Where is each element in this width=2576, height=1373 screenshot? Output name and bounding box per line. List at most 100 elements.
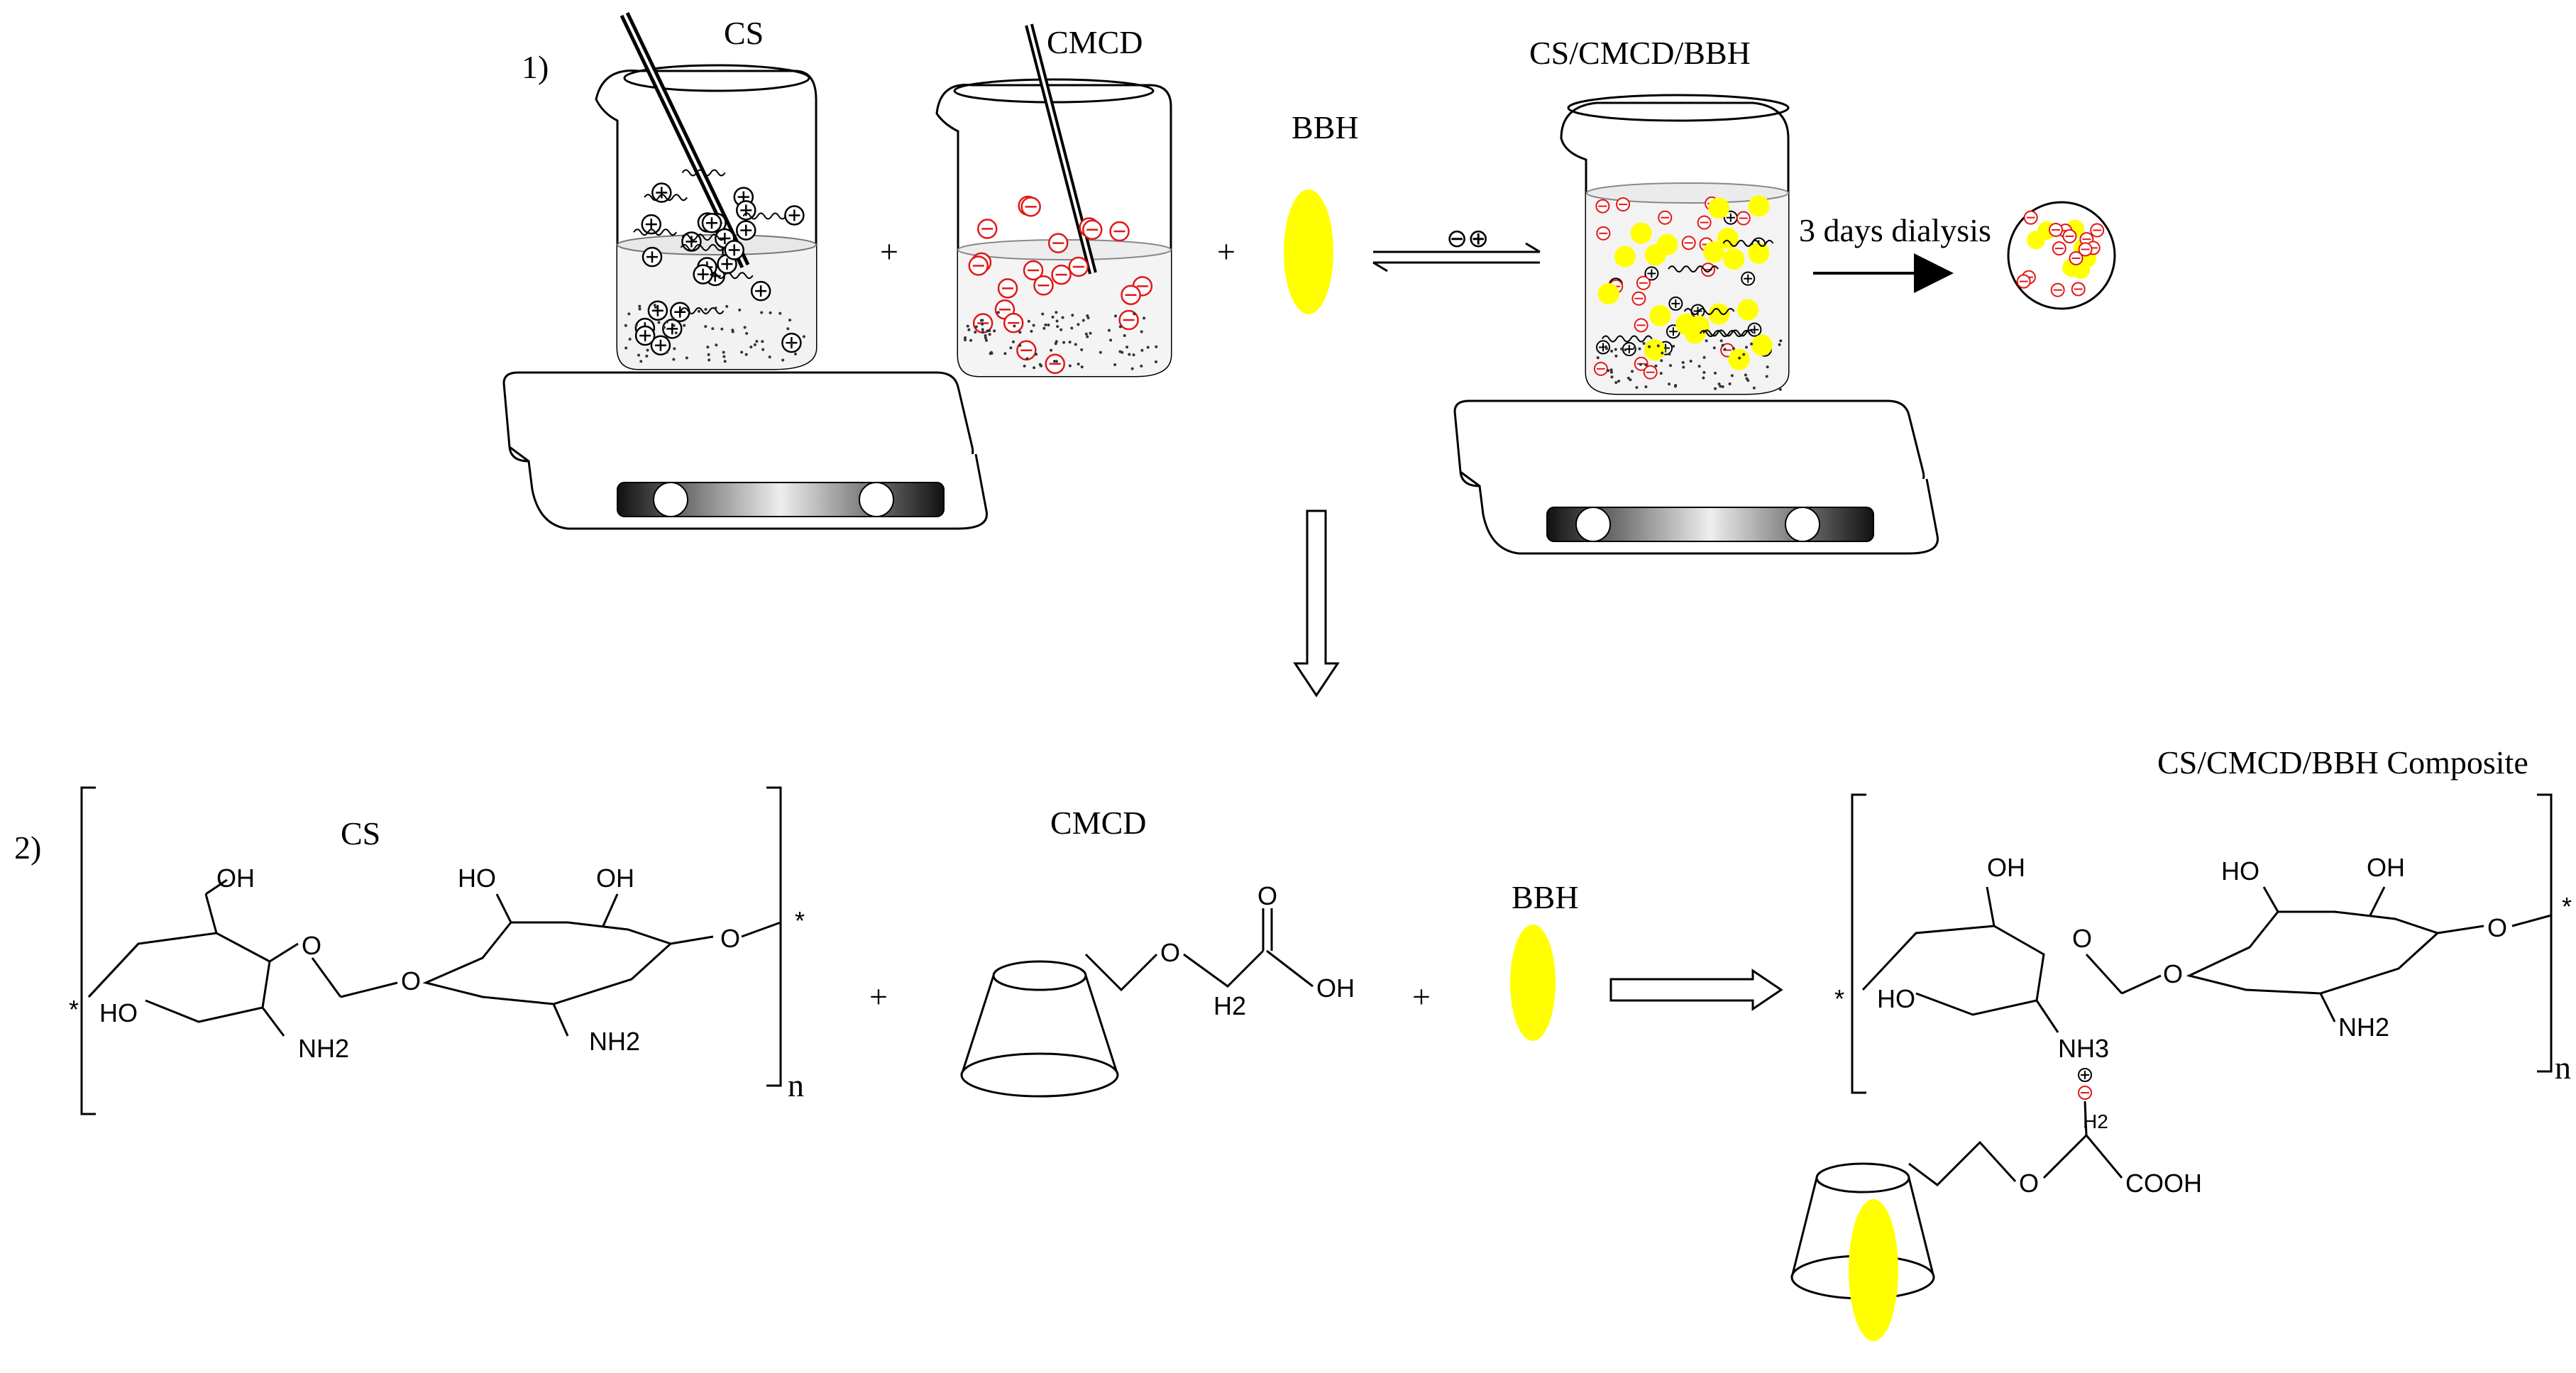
anion-icon (2071, 282, 2086, 297)
comp-ho-1: HO (1877, 984, 1915, 1013)
particle-dot (1610, 375, 1614, 379)
product-label: CS/CMCD/BBH (1529, 35, 1751, 71)
particle-dot (1086, 314, 1089, 318)
particle-dot (1125, 346, 1129, 349)
particle-dot (1089, 331, 1092, 335)
particle-dot (1128, 353, 1131, 356)
particle-dot (744, 353, 748, 356)
particle-dot (1661, 351, 1664, 355)
particle-dot (984, 334, 987, 338)
anion-icon (2052, 241, 2066, 256)
particle-dot (1737, 299, 1759, 321)
particle-dot (1061, 316, 1064, 319)
particle-dot (986, 329, 989, 333)
particle-dot (1140, 364, 1143, 368)
particle-dot (1732, 347, 1735, 351)
particle-dot (1778, 387, 1782, 391)
equilibrium-arrows: ⊖⊕ (1372, 224, 1541, 272)
particle-dot (1610, 349, 1614, 353)
particle-dot (662, 326, 666, 329)
particle-dot (988, 333, 991, 336)
anion-icon (1033, 275, 1054, 296)
particle-dot (1644, 244, 1666, 266)
particle-dot (1609, 368, 1613, 372)
particle-dot (1614, 348, 1617, 351)
particle-dot (1070, 326, 1074, 330)
particle-dot (1123, 333, 1126, 337)
anion-icon (2078, 242, 2093, 257)
particle-dot (1728, 382, 1732, 386)
anion-icon (1068, 256, 1089, 277)
particle-dot (1673, 385, 1677, 388)
cation-icon (642, 246, 663, 268)
particle-dot (1738, 356, 1741, 360)
dialysis-arrow: 3 days dialysis (1799, 212, 1991, 293)
particle-dot (657, 321, 661, 324)
particle-dot (974, 325, 978, 329)
particle-dot (969, 338, 973, 342)
anion-icon (1045, 353, 1065, 375)
particle-dot (1143, 316, 1146, 320)
cation-icon (724, 240, 744, 260)
particle-dot (1062, 341, 1066, 344)
comp-oh-2: OH (2367, 853, 2405, 882)
particle-dot (1597, 283, 1619, 305)
particle-dot (714, 307, 717, 310)
particle-dot (1080, 348, 1084, 351)
particle-dot (1719, 339, 1723, 343)
particle-dot (1035, 353, 1038, 356)
particle-dot (697, 309, 700, 313)
particle-dot (1766, 365, 1769, 369)
cmcd-beaker-label: CMCD (1047, 24, 1143, 60)
anion-icon (997, 278, 1018, 299)
plus-3: + (869, 978, 888, 1015)
particle-dot (1660, 359, 1663, 363)
anion-icon (1681, 236, 1696, 250)
particle-dot (1684, 322, 1706, 344)
plus-2: + (1217, 233, 1235, 270)
particle-dot (665, 351, 668, 354)
anion-icon (1020, 197, 1041, 217)
particle-dot (1025, 357, 1029, 360)
particle-dot (1155, 360, 1158, 363)
particle-dot (1765, 375, 1768, 378)
particle-dot (1630, 222, 1652, 244)
particle-dot (1055, 360, 1058, 363)
particle-dot (671, 316, 675, 320)
particle-dot (1751, 334, 1773, 356)
particle-dot (1596, 356, 1600, 360)
particle-dot (1668, 364, 1672, 368)
polymer-chain (742, 212, 787, 220)
comp-o-ring1: O (2072, 924, 2092, 953)
particle-dot (1133, 312, 1136, 316)
anion-icon (1736, 211, 1751, 226)
bbh-label-step1: BBH (1292, 109, 1359, 145)
cs-ho-1: HO (99, 998, 138, 1027)
star-right-cs: * (795, 906, 805, 935)
particle-dot (1047, 323, 1050, 326)
repeat-n-composite: n (2555, 1049, 2571, 1086)
anion-icon (1593, 361, 1608, 376)
particle-dot (1717, 227, 1739, 249)
cs-beaker: CS (595, 11, 818, 370)
particle-dot (1742, 353, 1746, 356)
polymer-chain (681, 233, 726, 241)
cs-nh2-1: NH2 (298, 1034, 349, 1063)
anion-icon (1003, 312, 1024, 333)
cmcd-oh: OH (1316, 974, 1355, 1003)
cation-icon (647, 300, 668, 321)
particle-dot (1155, 345, 1158, 348)
repeat-n-cs: n (788, 1067, 804, 1103)
particle-dot (1717, 382, 1721, 386)
dialysis-label: 3 days dialysis (1799, 212, 1991, 248)
particle-dot (1617, 380, 1621, 383)
polymer-chain (1601, 335, 1653, 343)
bbh-label-step2: BBH (1512, 879, 1579, 915)
particle-dot (1744, 373, 1747, 377)
cs-oh-2: OH (596, 864, 634, 893)
cation-icon (1741, 271, 1756, 286)
anion-icon (1109, 221, 1130, 242)
polymer-chain (1683, 308, 1735, 315)
particle-dot (967, 328, 971, 331)
